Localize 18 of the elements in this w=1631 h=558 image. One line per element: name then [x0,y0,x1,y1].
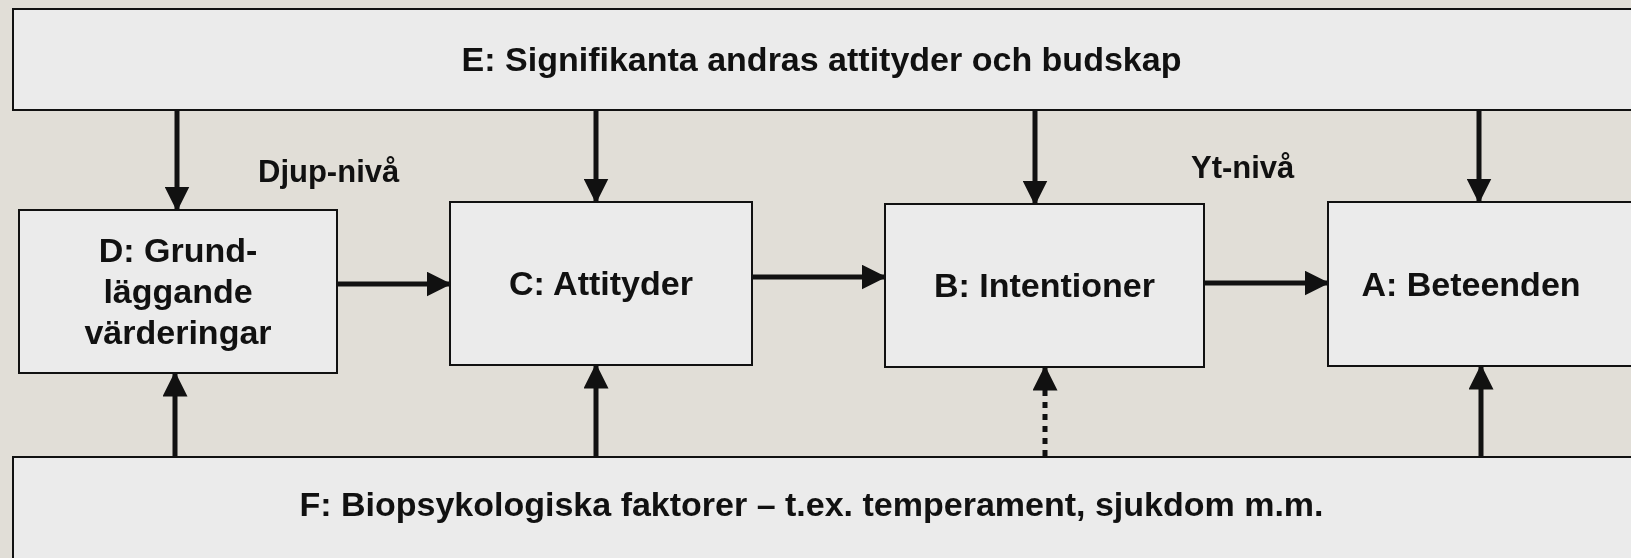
banner-box [12,456,1631,558]
arrow [583,111,609,204]
box-text: B: Intentioner [934,265,1155,306]
box-text: D: Grund-läggande värderingar [83,230,273,353]
arrow [1022,111,1048,206]
arrow [1466,111,1492,204]
process-box [449,201,753,366]
box-text: C: Attityder [509,263,693,304]
level-label: Yt-nivå [1191,150,1295,186]
level-label: Djup-nivå [258,154,400,190]
process-box [884,203,1205,368]
box-text: F: Biopsykologiska faktorer – t.ex. temperament, sjukdom m.m. [299,483,1324,525]
process-box [1327,201,1631,367]
banner-box [12,8,1631,111]
process-box [18,209,338,374]
box-text: E: Signifikanta andras attityder och budskap [461,39,1182,80]
box-text: A: Beteenden [1361,263,1581,305]
arrow [164,111,190,212]
